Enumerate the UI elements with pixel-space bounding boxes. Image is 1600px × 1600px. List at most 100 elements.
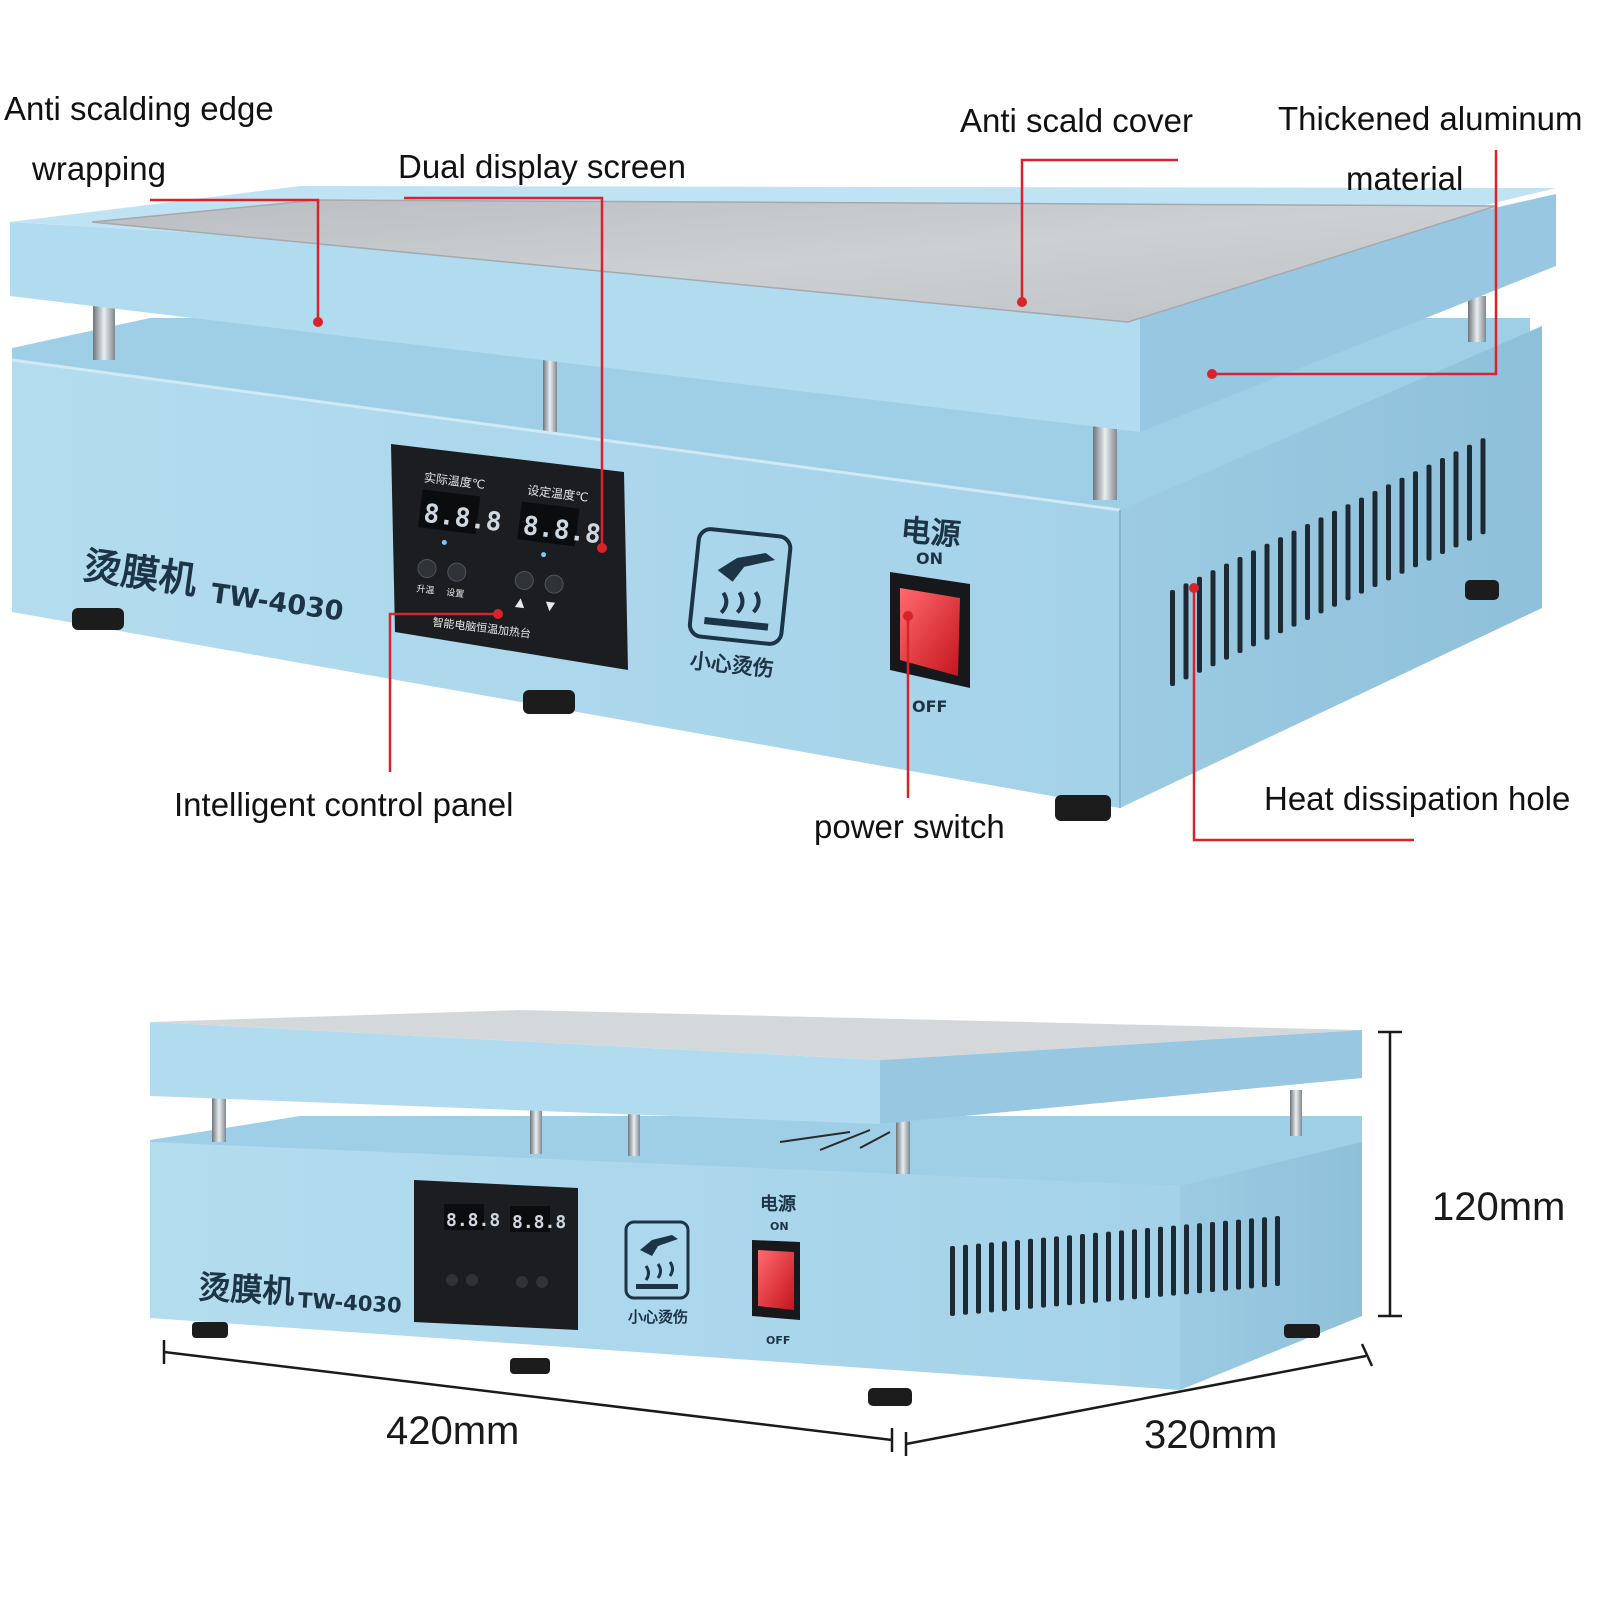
small-control-panel: 8.8.8 8.8.8: [414, 1180, 578, 1330]
hand-icon: [640, 1235, 678, 1256]
small-power-off: OFF: [766, 1334, 790, 1347]
small-power-on: ON: [770, 1220, 789, 1233]
top-frame-side: [1140, 194, 1556, 432]
vent-slot: [1332, 510, 1337, 607]
vent-slot: [1224, 563, 1229, 660]
vent-slot: [1318, 517, 1324, 614]
leader-line: [1020, 158, 1178, 302]
support-rod: [1468, 296, 1486, 342]
vent-slot: [1413, 471, 1418, 568]
vent-slot: [950, 1246, 955, 1316]
hand-icon: [717, 553, 776, 582]
power-on-label: ON: [916, 549, 943, 568]
vent-slot: [1184, 1224, 1189, 1295]
small-brand-cn: 烫膜机: [198, 1268, 296, 1311]
power-off-label: OFF: [912, 697, 947, 716]
up-button[interactable]: [514, 570, 534, 590]
vent-slot: [989, 1242, 994, 1313]
button-label: ▼: [545, 598, 557, 613]
vent-slot: [1002, 1241, 1007, 1312]
callout-power-switch: power switch: [814, 808, 1005, 845]
panel-button[interactable]: [417, 558, 437, 579]
vent-slot: [1171, 1225, 1176, 1296]
small-power-title: 电源: [760, 1193, 796, 1215]
vent-slot: [1158, 1226, 1163, 1297]
vent-slot: [1106, 1231, 1111, 1302]
small-display-left: 8.8.8: [446, 1210, 500, 1231]
callout-anti-scalding-edge-2: wrapping: [31, 150, 166, 187]
small-warning-text: 小心烫伤: [628, 1308, 688, 1326]
display-right-title: 设定温度℃: [526, 482, 589, 504]
heat-dissipation-vents: [1170, 438, 1486, 686]
vent-slot: [1080, 1234, 1085, 1304]
panel-button[interactable]: [447, 562, 467, 582]
callout-thickened-aluminum-2: material: [1346, 160, 1463, 197]
small-top-plate: [150, 1010, 1362, 1060]
vent-slot: [1262, 1217, 1267, 1288]
vent-slot: [1223, 1220, 1228, 1291]
vent-slot: [1386, 484, 1391, 581]
power-switch[interactable]: [900, 588, 960, 676]
support-rod: [93, 300, 115, 360]
vent-slot: [1093, 1232, 1098, 1303]
dimension-width: 420mm: [386, 1409, 519, 1453]
rubber-foot: [1055, 795, 1111, 821]
vent-slot: [1278, 537, 1283, 634]
vent-slot: [1453, 451, 1459, 548]
large-device-view: 烫膜机 TW-4030 实际温度℃ 设定温度℃ 8.8.8 8.8.8 升温 设…: [10, 186, 1556, 821]
vent-slot: [1480, 438, 1486, 535]
vent-slot: [1132, 1229, 1137, 1300]
callout-control-panel: Intelligent control panel: [174, 786, 513, 823]
heat-dissipation-vents-small: [950, 1216, 1280, 1316]
vent-slot: [1237, 557, 1243, 653]
leader-line: [1212, 150, 1498, 376]
vent-slot: [1145, 1228, 1150, 1298]
power-switch-assembly: 电源 ON OFF: [890, 513, 970, 716]
leader-line: [388, 612, 498, 772]
heat-waves-icon: [719, 591, 761, 615]
vent-slot: [1028, 1238, 1033, 1309]
callouts: Anti scalding edge wrapping Dual display…: [4, 90, 1582, 845]
vent-slot: [1467, 444, 1472, 541]
button-label: ▲: [515, 595, 527, 610]
leader-line: [150, 198, 320, 322]
leader-line: [1192, 588, 1414, 842]
dimension-depth: 320mm: [1144, 1413, 1277, 1457]
small-power-switch[interactable]: [758, 1250, 794, 1310]
vent-slot: [1041, 1237, 1046, 1308]
rubber-foot: [72, 608, 124, 630]
leader-line: [404, 196, 604, 548]
rubber-foot: [523, 690, 575, 714]
base-side-face: [1120, 326, 1542, 808]
vent-slot: [1249, 1218, 1254, 1289]
vent-slot: [976, 1243, 981, 1314]
support-rod: [543, 360, 557, 432]
rubber-foot: [1465, 580, 1499, 600]
button-label: 升温: [416, 583, 435, 596]
down-button[interactable]: [544, 574, 564, 594]
vent-slot: [1275, 1216, 1280, 1286]
small-base-front: [150, 1142, 1180, 1390]
vent-slot: [1426, 464, 1432, 561]
callout-anti-scald-cover: Anti scald cover: [960, 102, 1193, 139]
callout-dual-display: Dual display screen: [398, 148, 686, 185]
vent-slot: [1054, 1236, 1059, 1307]
vent-slot: [1236, 1219, 1241, 1290]
power-title: 电源: [899, 513, 962, 553]
control-panel: 实际温度℃ 设定温度℃ 8.8.8 8.8.8 升温 设置 ▲ ▼ 智能电脑恒温…: [391, 444, 628, 670]
vent-slot: [1372, 491, 1378, 587]
dimension-height: 120mm: [1432, 1185, 1565, 1229]
display-left-title: 实际温度℃: [423, 470, 486, 492]
vent-slot: [1210, 1222, 1215, 1292]
vent-slot: [1119, 1230, 1124, 1301]
vent-slot: [1170, 590, 1175, 686]
support-rod: [1093, 420, 1117, 500]
heat-waves-icon: [644, 1261, 674, 1281]
vent-slot: [1015, 1240, 1020, 1310]
dimension-lines: [162, 1030, 1402, 1456]
vent-slot: [1197, 1223, 1202, 1294]
callout-heat-hole: Heat dissipation hole: [1264, 780, 1570, 817]
small-device-view: 烫膜机 TW-4030 8.8.8 8.8.8 小心烫伤 电源 ON OF: [150, 1010, 1362, 1406]
vent-slot: [1399, 477, 1405, 574]
vent-slot: [1264, 543, 1270, 640]
